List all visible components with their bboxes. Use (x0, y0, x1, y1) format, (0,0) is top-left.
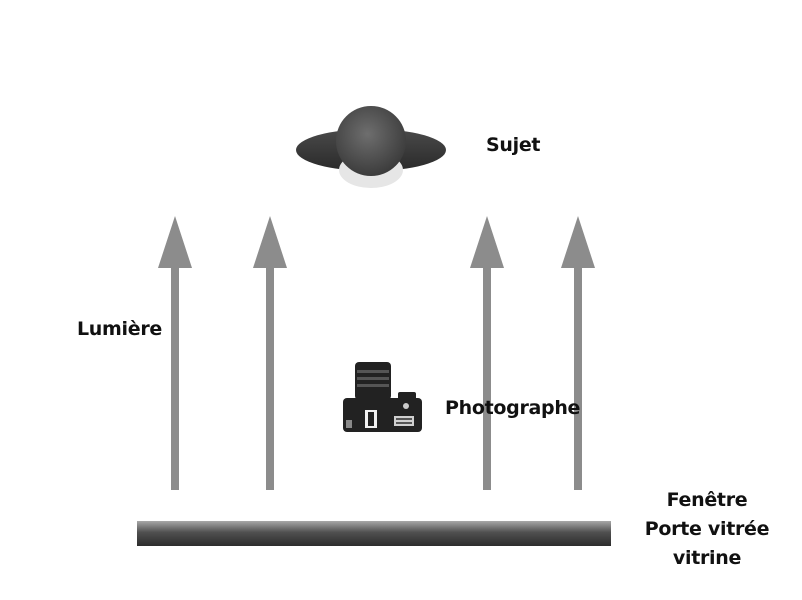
window-label-line-1: Fenêtre (666, 489, 748, 511)
up-arrow-icon (470, 216, 504, 490)
person-top-view-icon (296, 106, 446, 188)
up-arrow-icon (561, 216, 595, 490)
window-bar (137, 521, 611, 546)
photographer-label: Photographe (445, 397, 581, 419)
light-label: Lumière (77, 318, 162, 340)
camera-icon (343, 362, 422, 432)
window-label: Fenêtre Porte vitrée vitrine (632, 486, 782, 573)
window-label-line-3: vitrine (672, 547, 742, 569)
subject-label: Sujet (486, 134, 541, 156)
up-arrow-icon (253, 216, 287, 490)
light-arrows (158, 216, 595, 490)
up-arrow-icon (158, 216, 192, 490)
window-label-line-2: Porte vitrée (644, 518, 770, 540)
subject-head (336, 106, 406, 176)
